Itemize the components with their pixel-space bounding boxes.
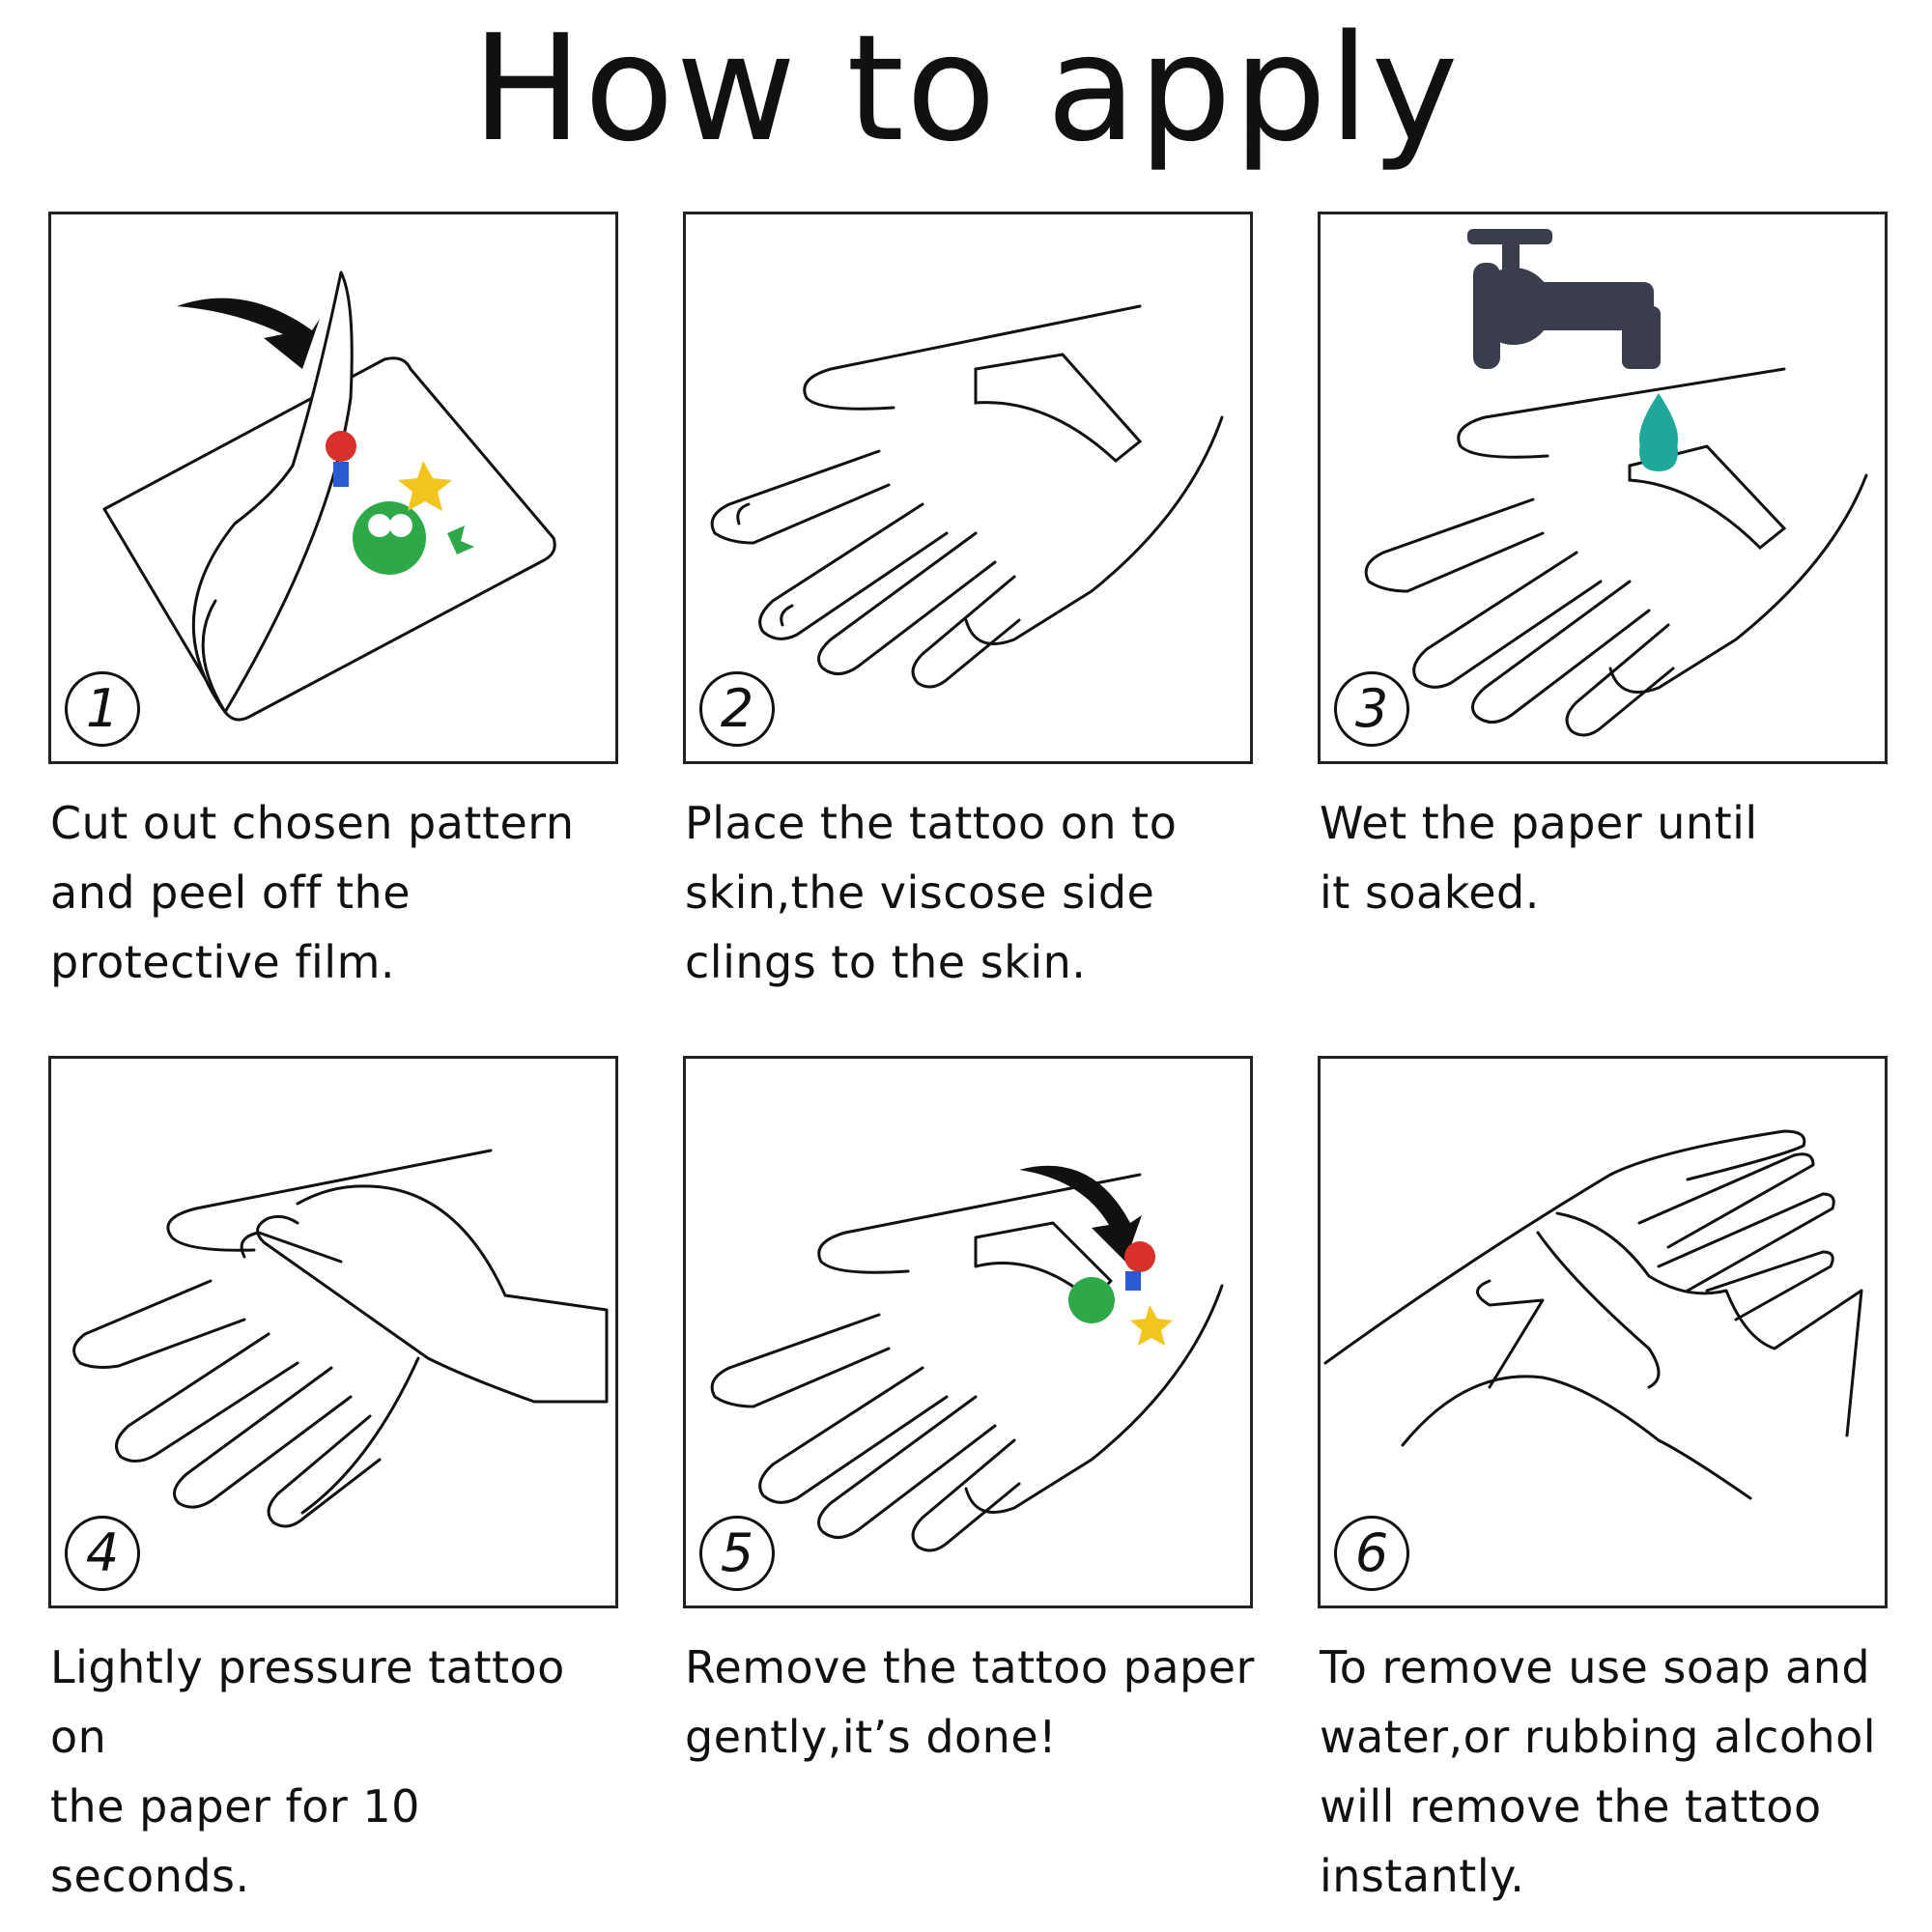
step-5-number: 5 — [699, 1516, 775, 1591]
wet-paper-illustration — [1364, 229, 1868, 737]
step-2-number: 2 — [699, 671, 775, 747]
step-1-caption: Cut out chosen pattern and peel off the … — [50, 797, 575, 988]
faucet-icon — [1467, 229, 1661, 369]
step-3-number: 3 — [1334, 671, 1409, 747]
step-6-panel: 6 — [1318, 1056, 1888, 1608]
tattoo-character-icon — [326, 431, 474, 575]
step-4-panel: 4 — [48, 1056, 618, 1608]
step-4-number: 4 — [65, 1516, 140, 1591]
step-6-caption: To remove use soap and water,or rubbing … — [1320, 1641, 1877, 1902]
remove-paper-illustration — [710, 1165, 1224, 1552]
step-1-number: 1 — [65, 671, 140, 747]
step-3-panel: 3 — [1318, 212, 1888, 764]
step-2-caption: Place the tattoo on to skin,the viscose … — [685, 797, 1178, 988]
hand-icon — [710, 304, 1224, 689]
peel-film-illustration — [102, 270, 556, 722]
step-5-panel: 5 — [683, 1056, 1253, 1608]
hand-icon — [710, 1173, 1224, 1552]
pressing-hands-icon — [72, 1149, 609, 1528]
step-5-caption: Remove the tattoo paper gently,it’s done… — [685, 1641, 1255, 1763]
tattoo-paper — [1628, 444, 1787, 551]
tattoo-character-icon — [1068, 1241, 1173, 1346]
pressing-hands-illustration — [72, 1149, 609, 1528]
step-1-panel: 1 — [48, 212, 618, 764]
page-title: How to apply — [471, 3, 1461, 174]
step-3-caption: Wet the paper until it soaked. — [1320, 797, 1758, 919]
step-6-number: 6 — [1334, 1516, 1409, 1591]
peel-arrow-icon — [1019, 1165, 1142, 1262]
step-4-caption: Lightly pressure tattoo on the paper for… — [50, 1641, 565, 1902]
hand-icon — [1364, 367, 1868, 737]
tattoo-paper — [974, 353, 1143, 463]
hand-with-tattoo-illustration — [710, 304, 1224, 689]
peel-arrow-icon — [177, 298, 320, 369]
step-2-panel: 2 — [683, 212, 1253, 764]
rubbing-hands-icon — [1323, 1129, 1863, 1500]
rubbing-hands-illustration — [1323, 1129, 1863, 1500]
